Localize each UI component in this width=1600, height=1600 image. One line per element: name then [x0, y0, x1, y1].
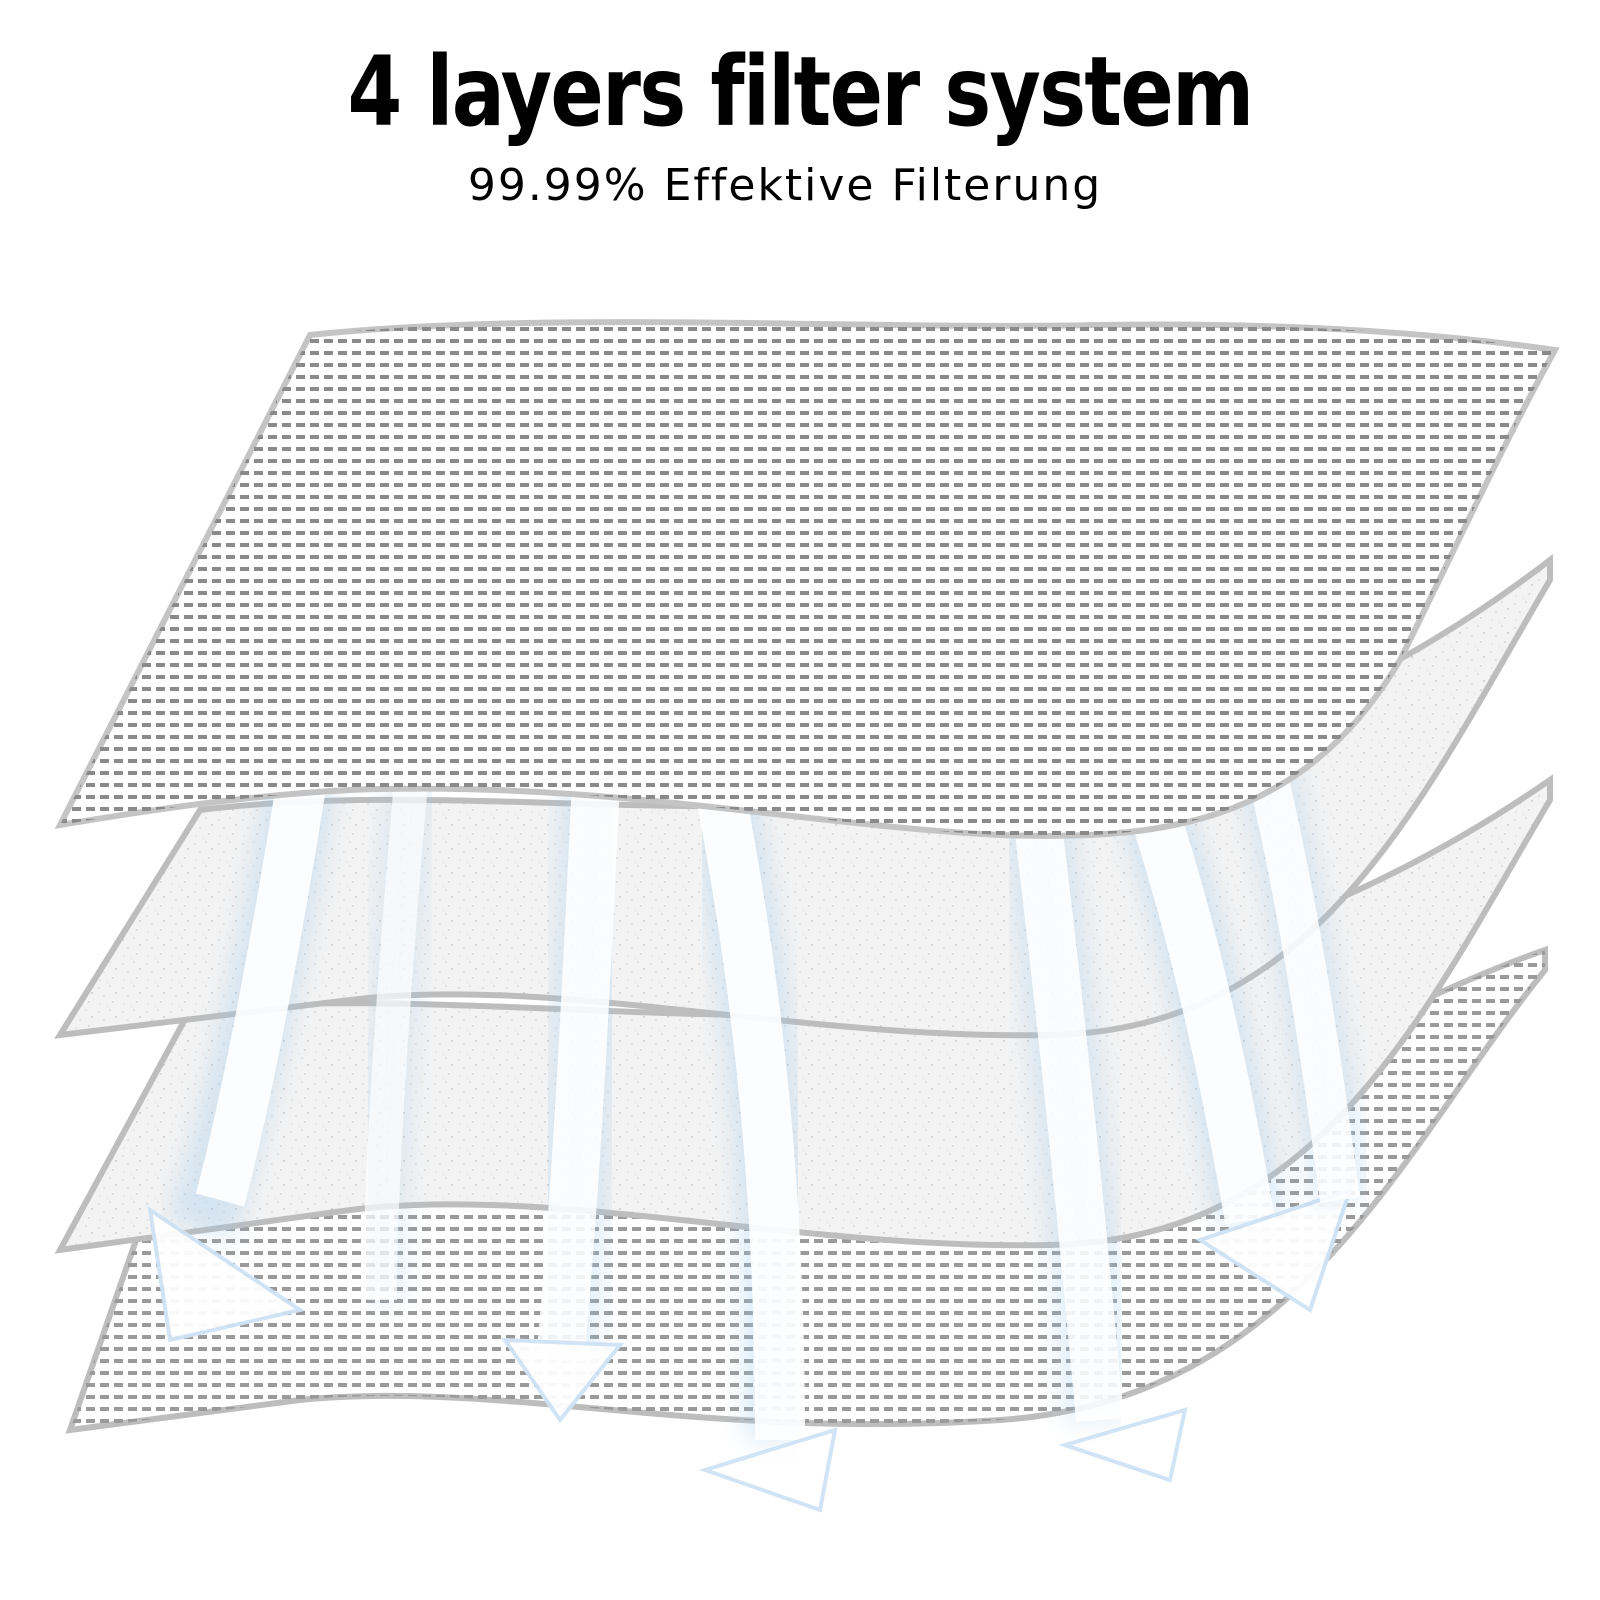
outer-mesh-layer: [54, 319, 1560, 839]
airflow-arrow-icon: [995, 755, 1188, 1483]
airflow-arrow-icon: [685, 783, 838, 1513]
header: 4 layers filter system 99.99% Effektive …: [0, 36, 1600, 211]
page-title: 4 layers filter system: [347, 36, 1254, 148]
page-subtitle: 99.99% Effektive Filterung: [467, 159, 1103, 211]
